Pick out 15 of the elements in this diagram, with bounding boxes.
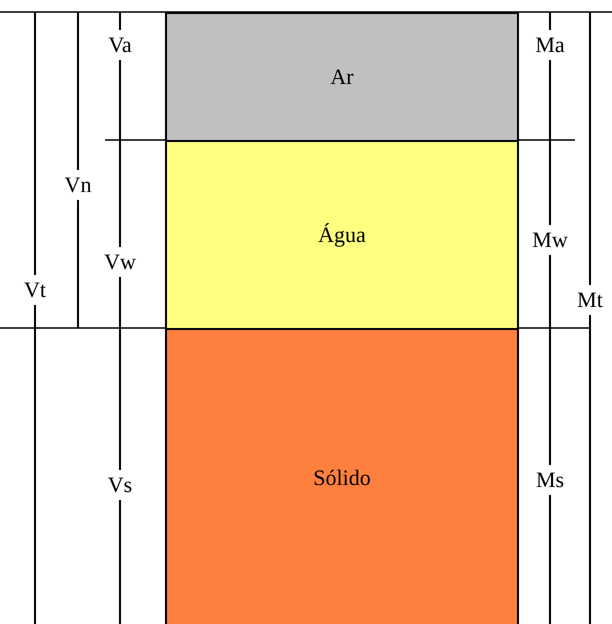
phase-box xyxy=(165,328,519,624)
dimension-label: Vw xyxy=(104,247,136,277)
dimension-label: Vt xyxy=(24,275,46,305)
dimension-label: Mw xyxy=(532,225,568,255)
dimension-label: Mt xyxy=(577,285,603,315)
phase-box xyxy=(165,140,519,330)
dimension-label: Va xyxy=(108,30,132,60)
dimension-label: Vn xyxy=(64,170,92,200)
dimension-label: Ms xyxy=(536,465,564,495)
dimension-label: Ma xyxy=(535,30,565,60)
dimension-label: Vs xyxy=(108,470,132,500)
phase-label: Ar xyxy=(330,64,354,90)
phase-label: Água xyxy=(318,222,366,248)
phase-box xyxy=(165,12,519,142)
phase-label: Sólido xyxy=(313,465,371,491)
